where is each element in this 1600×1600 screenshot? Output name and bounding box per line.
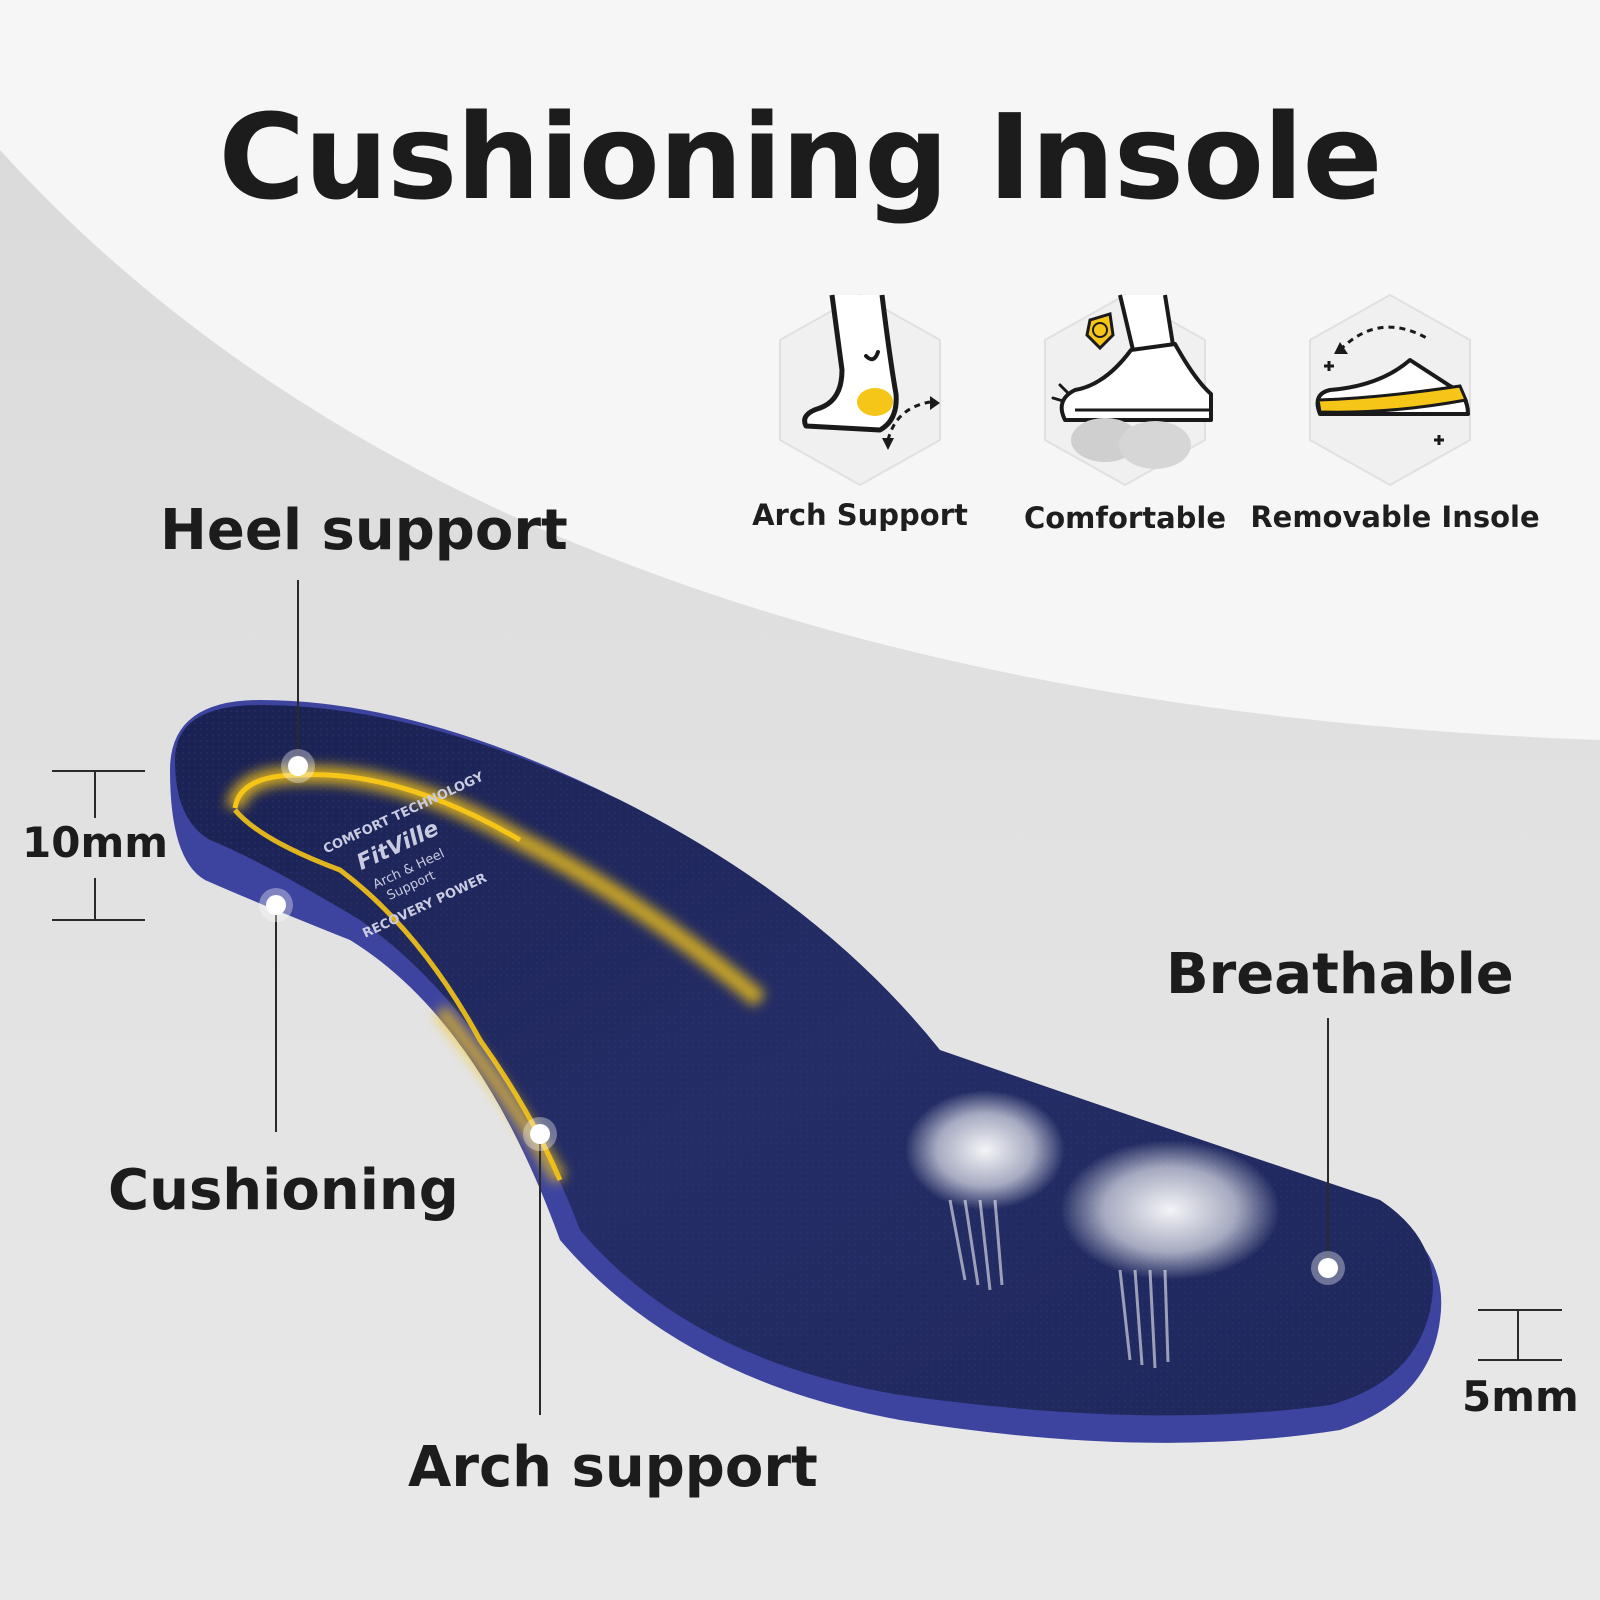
callout-cushioning: Cushioning — [108, 1158, 459, 1223]
feature-label-removable-insole: Removable Insole — [1250, 500, 1540, 534]
page-title: Cushioning Insole — [218, 88, 1382, 226]
sneaker-insole-icon — [1309, 293, 1471, 487]
toe-dimension-bracket — [1478, 1309, 1562, 1361]
feature-label-arch-support: Arch Support — [752, 498, 968, 532]
air-cloud-1 — [905, 1090, 1065, 1210]
toe-height-label: 5mm — [1462, 1372, 1579, 1421]
heel-height-label: 10mm — [22, 818, 168, 867]
callout-breathable: Breathable — [1166, 942, 1514, 1007]
air-cloud-2 — [1060, 1140, 1280, 1280]
callout-markers — [259, 749, 1345, 1285]
feature-label-comfortable: Comfortable — [1023, 501, 1227, 535]
sneaker-cloud-icon — [1044, 293, 1213, 487]
heel-highlight — [232, 772, 522, 843]
callout-heel-support: Heel support — [160, 498, 568, 563]
heel-dimension-bracket — [52, 770, 145, 921]
foot-arch-icon — [779, 293, 941, 487]
callout-arch-support: Arch support — [408, 1435, 818, 1500]
